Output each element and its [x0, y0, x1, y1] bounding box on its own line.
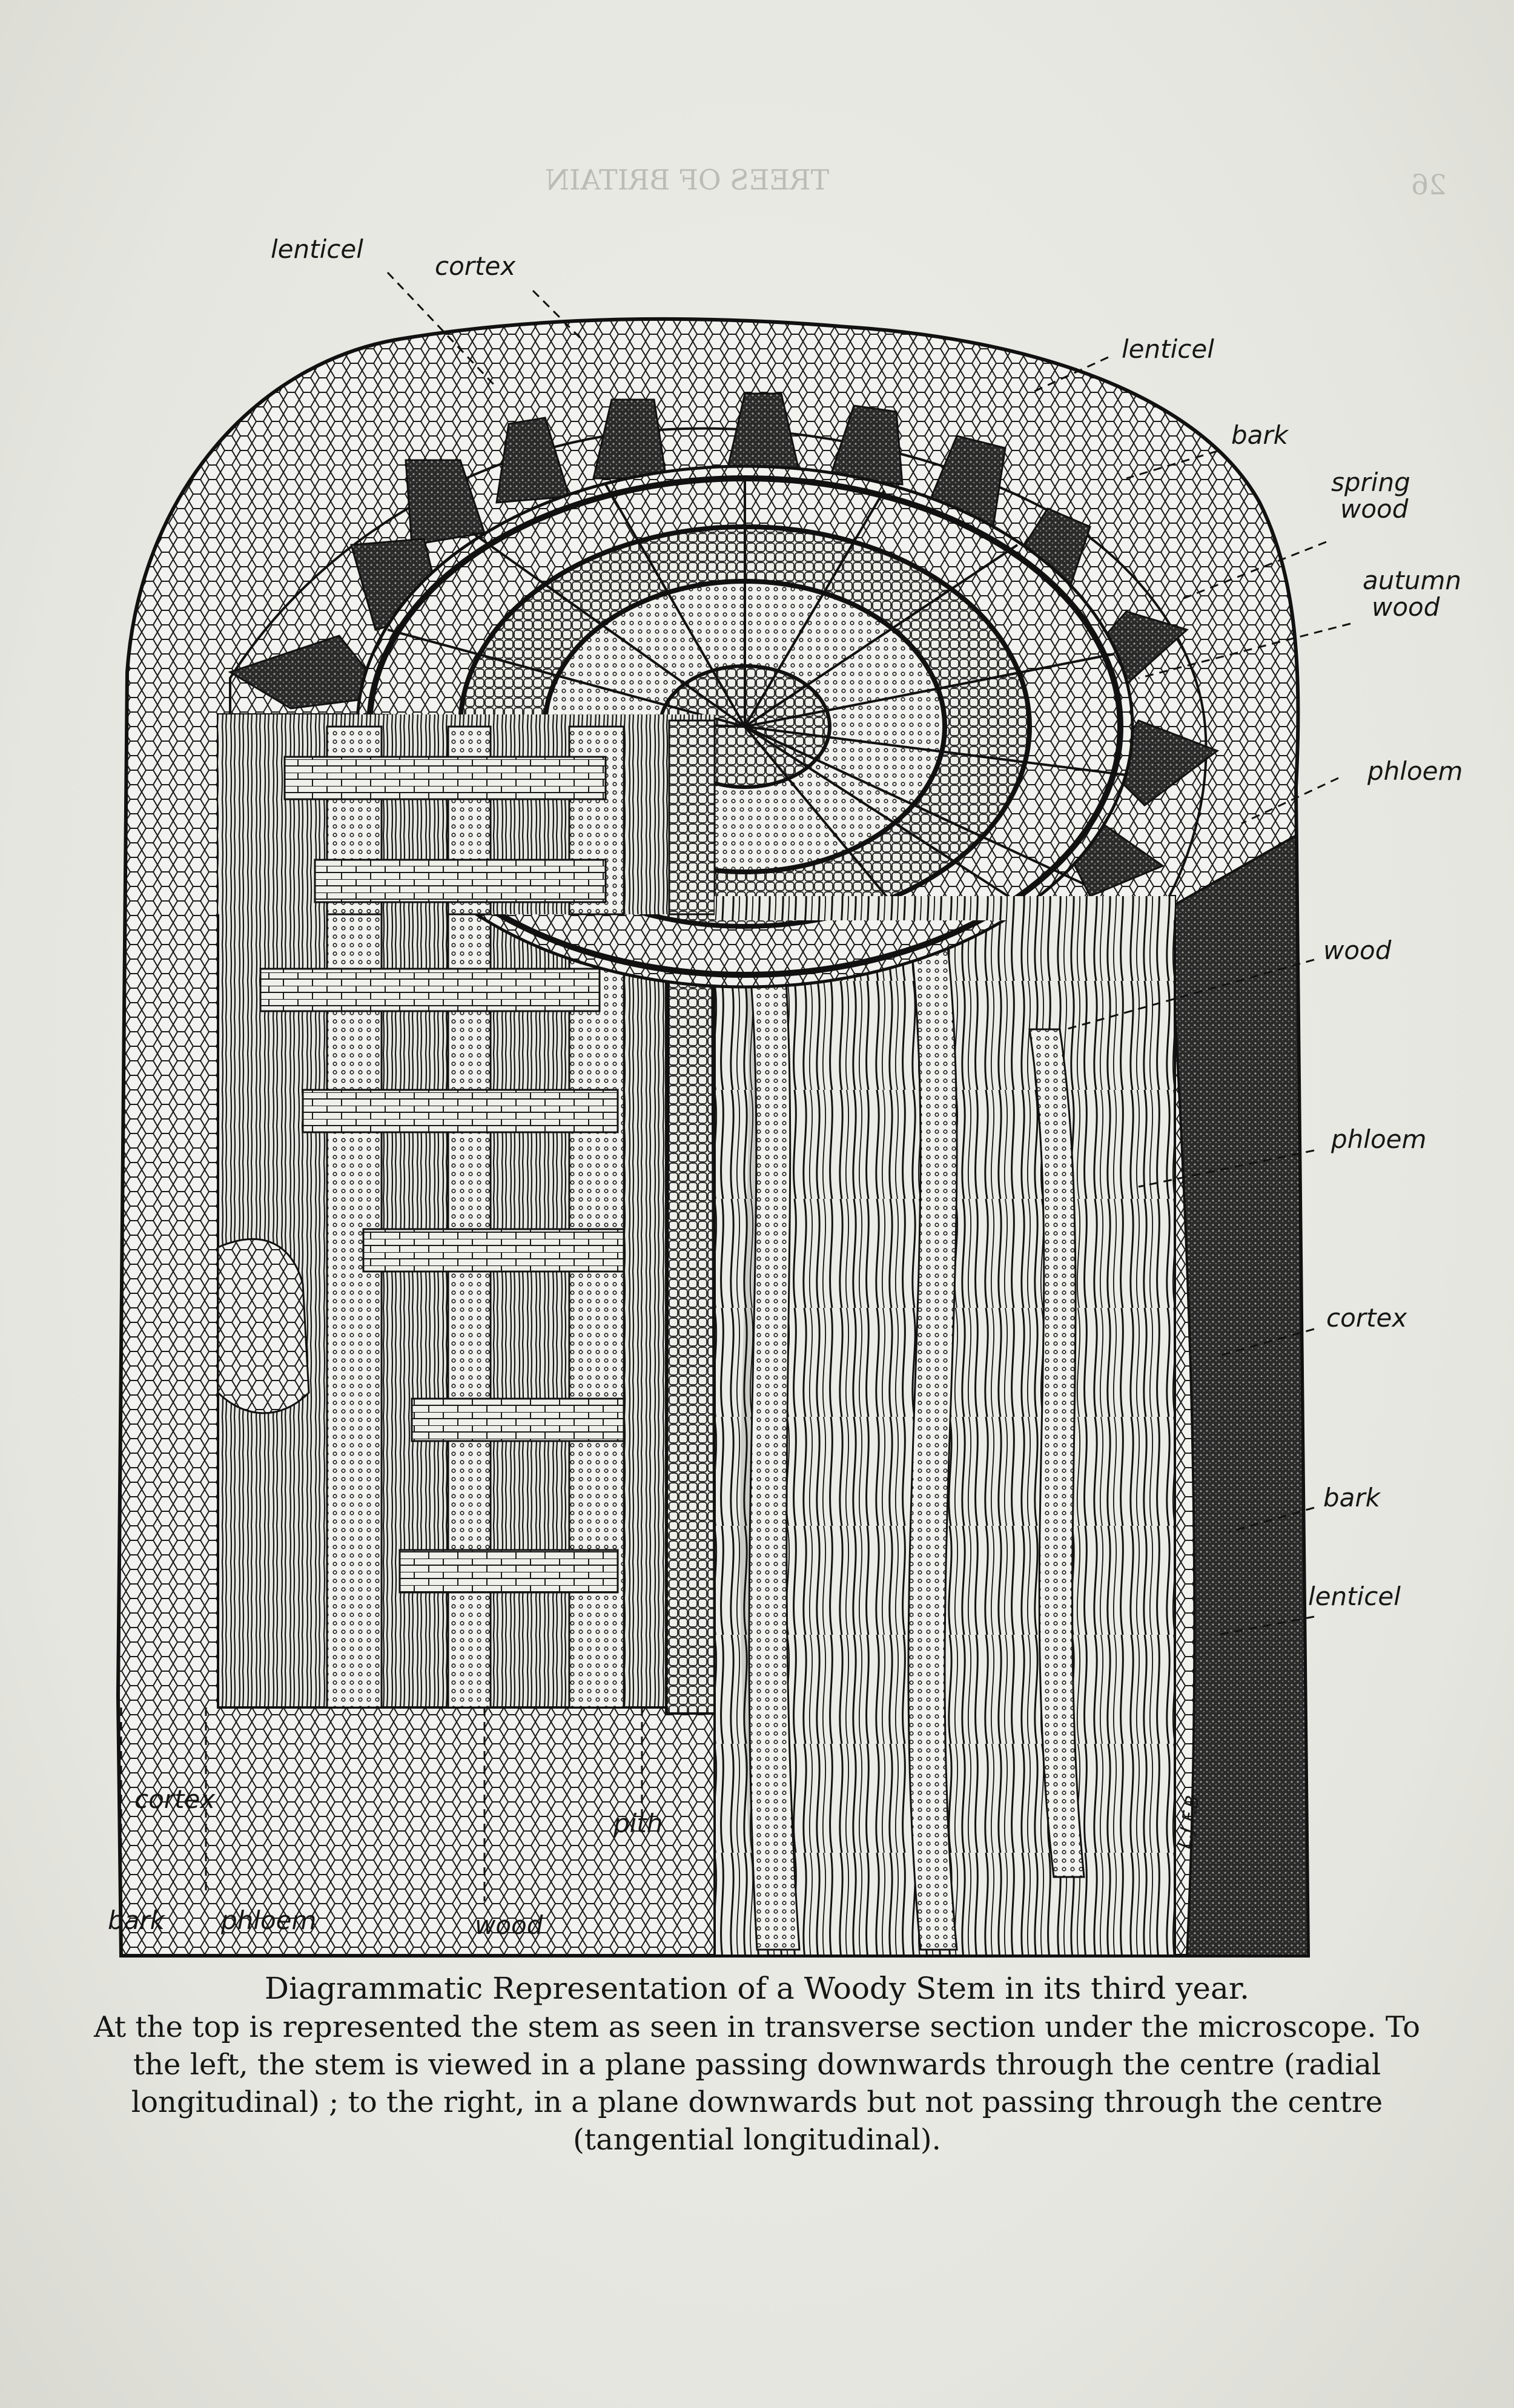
label-bark-bottom: bark	[108, 1905, 165, 1935]
label-autumn-wood-line2: wood	[1372, 592, 1440, 622]
label-cortex-bottom: cortex	[134, 1784, 216, 1814]
transverse-section	[218, 392, 1220, 989]
label-phloem-right-top: phloem	[1367, 756, 1463, 786]
label-phloem-right: phloem	[1331, 1124, 1427, 1154]
label-lenticel-right-top: lenticel	[1122, 334, 1214, 364]
label-cortex-top: cortex	[435, 251, 516, 281]
label-wood-right: wood	[1323, 935, 1392, 965]
caption-title: Diagrammatic Representation of a Woody S…	[264, 1971, 1250, 2006]
label-wood-bottom: wood	[475, 1910, 543, 1940]
label-spring-wood: spring wood	[1331, 469, 1410, 523]
label-bark-right: bark	[1323, 1483, 1380, 1512]
label-spring-wood-line1: spring	[1331, 467, 1410, 497]
caption-body: At the top is represented the stem as se…	[94, 2010, 1420, 2157]
label-autumn-wood: autumn wood	[1363, 567, 1461, 621]
label-pith-bottom: pith	[613, 1809, 663, 1838]
label-lenticel-right: lenticel	[1308, 1582, 1401, 1611]
label-spring-wood-line2: wood	[1340, 494, 1409, 524]
label-phloem-bottom: phloem	[221, 1905, 317, 1935]
label-bark-right-top: bark	[1231, 420, 1288, 450]
label-autumn-wood-line1: autumn	[1363, 566, 1461, 595]
label-lenticel-top: lenticel	[271, 234, 363, 264]
figure-caption: Diagrammatic Representation of a Woody S…	[91, 1971, 1423, 2159]
label-cortex-right: cortex	[1326, 1303, 1407, 1333]
